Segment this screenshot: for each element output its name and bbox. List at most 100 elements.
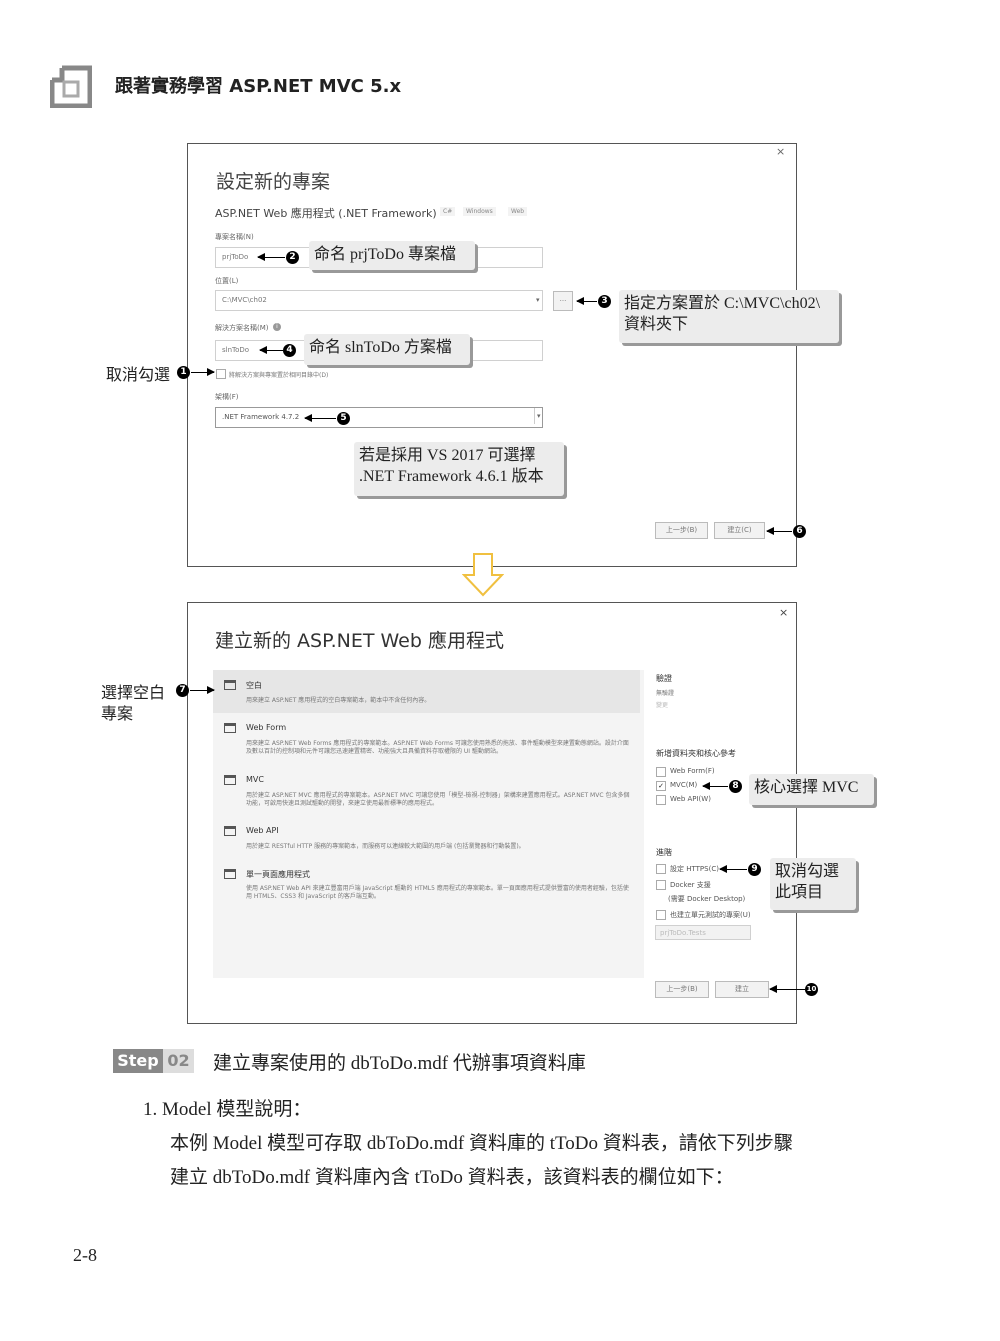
step-badge-number: 02	[163, 1049, 194, 1073]
chevron-down-icon: ▾	[536, 296, 540, 304]
info-icon: i	[273, 323, 281, 331]
tag-web: Web	[508, 207, 528, 216]
callout-select-empty: 選擇空白	[101, 685, 166, 702]
list-item-heading: 1. Model 模型說明：	[143, 1099, 312, 1120]
callout-uncheck: 取消勾選	[106, 367, 171, 384]
callout-line: 資料夾下	[624, 316, 689, 333]
arrow-8	[702, 782, 728, 790]
framework-label: 架構(F)	[215, 393, 239, 401]
body-paragraph-line: 本例 Model 模型可存取 dbToDo.mdf 資料庫的 tToDo 資料表…	[170, 1133, 793, 1154]
body-paragraph-line: 建立 dbToDo.mdf 資料庫內含 tToDo 資料表，該資料表的欄位如下：	[170, 1167, 734, 1188]
template-item-selected-bg	[213, 670, 640, 713]
down-arrow-icon	[462, 553, 504, 597]
unit-test-label: 也建立單元測試的專案(U)	[670, 911, 751, 919]
step-number-8: 8	[729, 780, 742, 793]
create-button[interactable]: 建立(C)	[714, 522, 765, 539]
dialog-title: 建立新的 ASP.NET Web 應用程式	[215, 630, 504, 652]
create-button[interactable]: 建立	[715, 981, 769, 998]
framework-select[interactable]: .NET Framework 4.7.2	[215, 407, 543, 428]
webapi-label: Web API(W)	[670, 795, 711, 803]
step-number-9: 9	[748, 863, 761, 876]
callout-vs2017: 若是採用 VS 2017 可選擇 .NET Framework 4.6.1 版本	[354, 442, 564, 496]
arrow-1	[191, 368, 215, 376]
callout-select-empty-line2: 專案	[101, 706, 134, 723]
auth-change-link[interactable]: 變更	[656, 702, 669, 709]
advanced-title: 進階	[656, 848, 672, 857]
step-number-4: 4	[283, 344, 296, 357]
template-name-spa[interactable]: 單一頁面應用程式	[246, 870, 310, 879]
callout-line: 若是採用 VS 2017 可選擇	[359, 447, 536, 464]
webform-label: Web Form(F)	[670, 767, 715, 775]
arrow-6	[766, 527, 792, 535]
webapi-checkbox[interactable]	[656, 795, 666, 805]
step-number-3: 3	[598, 295, 611, 308]
page-number: 2-8	[73, 1245, 97, 1265]
arrow-7	[190, 686, 215, 694]
template-icon	[224, 826, 236, 836]
template-desc: 用於建立 RESTful HTTP 服務的專案範本，而服務可以連線較大範圍的用戶…	[246, 843, 525, 850]
https-label: 設定 HTTPS(C)	[670, 865, 719, 873]
arrow-3	[576, 297, 597, 305]
template-icon	[224, 869, 236, 879]
auth-title: 驗證	[656, 674, 672, 683]
callout-mvc: 核心選擇 MVC	[749, 774, 874, 805]
solution-name-label: 解決方案名稱(M)	[215, 324, 269, 332]
step-badge-label: Step	[113, 1049, 163, 1073]
docker-checkbox[interactable]	[656, 880, 666, 890]
refs-title: 新增資料夾和核心參考	[656, 749, 736, 758]
step-number-1: 1	[177, 366, 190, 379]
template-name-webapi[interactable]: Web API	[246, 826, 279, 835]
template-name-webform[interactable]: Web Form	[246, 723, 287, 732]
location-label: 位置(L)	[215, 277, 239, 285]
arrow-9	[719, 865, 747, 873]
docker-note: (需要 Docker Desktop)	[668, 895, 746, 903]
https-checkbox[interactable]	[656, 864, 666, 874]
template-name-mvc[interactable]: MVC	[246, 775, 264, 784]
template-desc: 用於建立 ASP.NET MVC 應用程式的專案範本。ASP.NET MVC 可…	[246, 792, 630, 807]
callout-line: 指定方案置於 C:\MVC\ch02\	[624, 295, 821, 312]
step-number-7: 7	[176, 684, 189, 697]
callout-location: 指定方案置於 C:\MVC\ch02\ 資料夾下	[619, 290, 839, 343]
same-directory-checkbox[interactable]	[216, 369, 226, 379]
template-icon	[224, 680, 236, 690]
docker-label: Docker 支援	[670, 881, 711, 889]
mvc-label: MVC(M)	[670, 781, 698, 789]
arrow-4	[259, 346, 283, 354]
callout-project-name: 命名 prjToDo 專案檔	[309, 241, 475, 270]
webform-checkbox[interactable]	[656, 767, 666, 777]
chevron-down-icon: ▾	[534, 408, 543, 424]
callout-line: .NET Framework 4.6.1 版本	[359, 468, 544, 485]
browse-button[interactable]: ...	[553, 291, 573, 311]
location-select[interactable]: C:\MVC\ch02	[215, 290, 543, 311]
template-name-empty[interactable]: 空白	[246, 681, 262, 690]
dialog-title: 設定新的專案	[216, 171, 331, 193]
arrow-5	[304, 414, 336, 422]
close-icon[interactable]: ×	[779, 606, 789, 619]
step-number-2: 2	[286, 251, 299, 264]
callout-line: 此項目	[775, 884, 824, 901]
tag-windows: Windows	[463, 207, 496, 216]
back-button[interactable]: 上一步(B)	[655, 981, 709, 998]
close-icon[interactable]: ×	[776, 145, 786, 158]
back-button[interactable]: 上一步(B)	[655, 522, 708, 539]
book-title: 跟著實務學習 ASP.NET MVC 5.x	[115, 76, 402, 97]
tag-csharp: C#	[440, 207, 456, 216]
same-directory-label: 將解決方案與專案置於相同目錄中(D)	[229, 372, 329, 379]
chapter-logo-icon	[50, 65, 92, 108]
step-number-10: 10	[805, 983, 818, 996]
dialog-subtitle: ASP.NET Web 應用程式 (.NET Framework)	[215, 207, 437, 220]
step-number-5: 5	[337, 412, 350, 425]
template-icon	[224, 723, 236, 733]
callout-uncheck-https: 取消勾選此項目	[770, 858, 856, 910]
template-desc: 使用 ASP.NET Web API 來建立豐富用戶端 JavaScript 驅…	[246, 885, 629, 900]
template-icon	[224, 775, 236, 785]
test-project-name-input[interactable]: prjToDo.Tests	[655, 925, 751, 940]
callout-line: 取消勾選	[775, 863, 840, 880]
mvc-checkbox[interactable]: ✓	[656, 781, 666, 791]
arrow-10	[769, 985, 805, 993]
step-number-6: 6	[793, 525, 806, 538]
callout-solution-name: 命名 slnToDo 方案檔	[304, 334, 470, 365]
template-desc: 用來建立 ASP.NET Web Forms 應用程式的專案範本。ASP.NET…	[246, 740, 629, 755]
unit-test-checkbox[interactable]	[656, 910, 666, 920]
